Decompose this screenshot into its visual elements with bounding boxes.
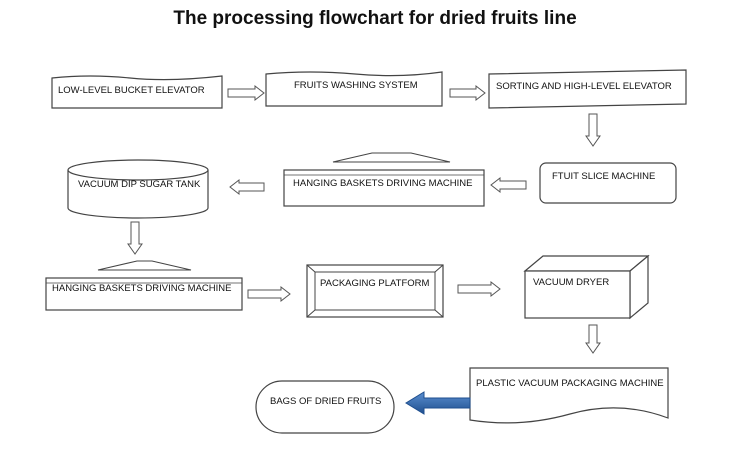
node-label: PLASTIC VACUUM PACKAGING MACHINE (476, 378, 664, 389)
node-label: VACUUM DRYER (533, 277, 609, 288)
flow-arrow (127, 221, 143, 255)
node-fruit-slice-machine: FTUIT SLICE MACHINE (539, 162, 677, 204)
diagram-title: The processing flowchart for dried fruit… (173, 8, 577, 29)
node-label: BAGS OF DRIED FRUITS (270, 396, 381, 407)
node-label: SORTING AND HIGH-LEVEL ELEVATOR (496, 81, 672, 92)
node-vacuum-dryer: VACUUM DRYER (523, 254, 650, 320)
flow-arrow (457, 280, 501, 298)
flow-arrow (227, 84, 265, 102)
flow-arrow (490, 176, 527, 194)
flow-arrow (229, 178, 265, 196)
node-label: VACUUM DIP SUGAR TANK (78, 179, 201, 190)
flow-arrow (247, 285, 291, 303)
flow-arrow (585, 113, 601, 147)
node-packaging-platform: PACKAGING PLATFORM (306, 264, 444, 318)
node-fruits-washing-system: FRUITS WASHING SYSTEM (265, 71, 443, 107)
flow-arrow (449, 84, 486, 102)
node-label: HANGING BASKETS DRIVING MACHINE (52, 283, 231, 294)
node-hanging-baskets-driving-machine-2: HANGING BASKETS DRIVING MACHINE (45, 260, 243, 311)
node-label: PACKAGING PLATFORM (320, 278, 430, 289)
node-label: LOW-LEVEL BUCKET ELEVATOR (58, 85, 205, 96)
node-vacuum-dip-sugar-tank: VACUUM DIP SUGAR TANK (67, 159, 209, 219)
node-low-level-bucket-elevator: LOW-LEVEL BUCKET ELEVATOR (51, 75, 223, 109)
node-label: FRUITS WASHING SYSTEM (294, 80, 418, 91)
node-plastic-vacuum-packaging-machine: PLASTIC VACUUM PACKAGING MACHINE (469, 367, 669, 424)
node-label: HANGING BASKETS DRIVING MACHINE (293, 178, 472, 189)
node-sorting-high-level-elevator: SORTING AND HIGH-LEVEL ELEVATOR (488, 69, 687, 109)
flow-arrow (585, 324, 601, 354)
node-hanging-baskets-driving-machine-1: HANGING BASKETS DRIVING MACHINE (283, 152, 485, 207)
final-flow-arrow (405, 391, 471, 415)
node-bags-of-dried-fruits: BAGS OF DRIED FRUITS (255, 380, 395, 434)
node-label: FTUIT SLICE MACHINE (552, 171, 655, 182)
